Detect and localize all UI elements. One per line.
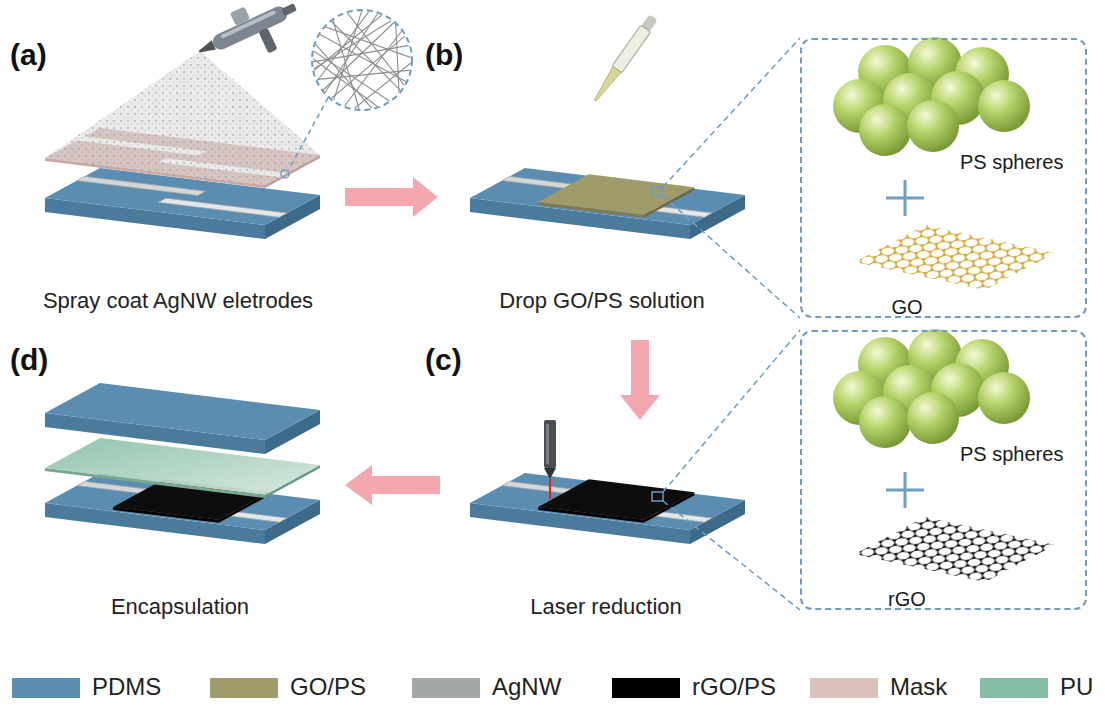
step-caption: Drop GO/PS solution	[499, 288, 704, 313]
legend-swatch	[612, 678, 680, 698]
step-caption: Laser reduction	[530, 594, 682, 619]
legend-label: PDMS	[92, 673, 161, 701]
pipette	[590, 14, 658, 104]
panel-label: (a)	[10, 38, 47, 73]
legend-label: PU	[1060, 673, 1093, 701]
inset-box: PS spheres rGO	[800, 330, 1087, 610]
legend-label-holder: AgNW	[492, 673, 561, 701]
step-caption: Spray coat AgNW eletrodes	[43, 288, 313, 313]
step-arrow	[345, 177, 438, 217]
inset-label: GO	[891, 296, 922, 319]
legend-label-holder: rGO/PS	[692, 673, 776, 701]
panel-label-holder: (a)	[10, 38, 47, 73]
step-caption-holder: Laser reduction	[530, 594, 682, 619]
panel-label-holder: (d)	[10, 343, 48, 378]
panel-label: (c)	[425, 343, 462, 378]
panel-b-art	[470, 168, 745, 239]
legend-swatch	[210, 678, 278, 698]
inset-heading-holder: PS spheres	[960, 443, 1063, 466]
step-arrow	[345, 465, 440, 505]
step-caption-holder: Encapsulation	[111, 594, 249, 619]
panel-label-holder: (c)	[425, 343, 462, 378]
laser-head	[544, 420, 556, 499]
legend-label: GO/PS	[290, 673, 366, 701]
legend-swatch	[412, 678, 480, 698]
panel-label-holder: (b)	[425, 38, 463, 73]
legend-label-holder: Mask	[890, 673, 947, 701]
step-arrow	[620, 340, 660, 420]
panel-label: (b)	[425, 38, 463, 73]
inset-heading: PS spheres	[960, 151, 1063, 174]
legend-label-holder: PDMS	[92, 673, 161, 701]
legend-swatch	[12, 678, 80, 698]
inset-heading-holder: PS spheres	[960, 151, 1063, 174]
step-caption-holder: Drop GO/PS solution	[499, 288, 704, 313]
legend-swatch	[980, 678, 1048, 698]
legend-label: AgNW	[492, 673, 561, 701]
panel-d-art	[45, 383, 320, 544]
inset-label-holder: rGO	[888, 588, 926, 611]
inset-heading: PS spheres	[960, 443, 1063, 466]
legend-label: rGO/PS	[692, 673, 776, 701]
inset-label-holder: GO	[891, 296, 922, 319]
inset-box: PS spheresGO	[800, 38, 1087, 318]
panel-label: (d)	[10, 343, 48, 378]
step-caption: Encapsulation	[111, 594, 249, 619]
legend-label-holder: PU	[1060, 673, 1093, 701]
legend-swatch	[810, 678, 878, 698]
inset-label: rGO	[888, 588, 926, 611]
step-caption-holder: Spray coat AgNW eletrodes	[43, 288, 313, 313]
legend-label: Mask	[890, 673, 947, 701]
legend-label-holder: GO/PS	[290, 673, 366, 701]
